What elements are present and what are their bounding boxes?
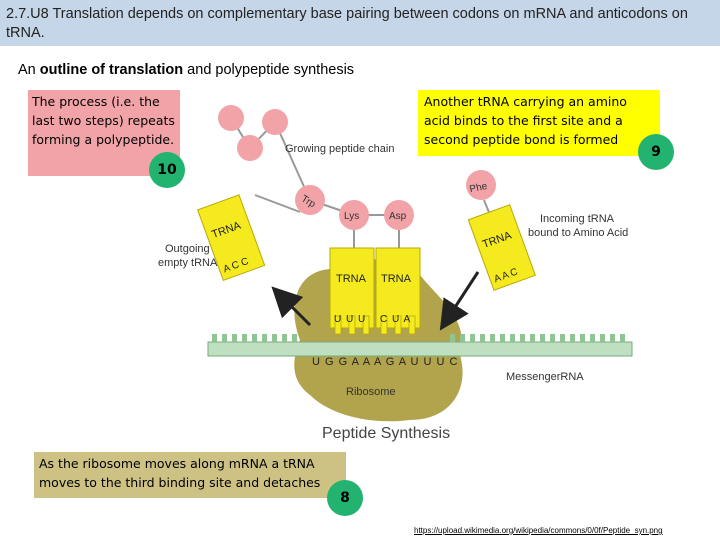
- outgoing-label-line1: Outgoing: [165, 243, 210, 255]
- trp-amino-acid: [295, 185, 325, 215]
- incoming-label-line2: bound to Amino Acid: [528, 227, 628, 239]
- outgoing-label-line2: empty tRNA: [158, 257, 218, 269]
- incoming-trna: TRNA A A C: [467, 204, 536, 291]
- diagram-subtitle: An outline of translation and polypeptid…: [18, 62, 354, 78]
- trna-right: TRNA C U A: [375, 247, 421, 335]
- growing-peptide-chain: [218, 105, 311, 201]
- amino-acid-bead: [262, 109, 288, 135]
- mrna-teeth: [212, 334, 625, 342]
- phe-label: Phe: [469, 181, 489, 196]
- trna-left-anticodon: U U U: [334, 314, 366, 325]
- trna-right-anticodon: C U A: [380, 314, 411, 325]
- diagram-caption: Peptide Synthesis: [322, 425, 450, 442]
- outgoing-trna: TRNA A C C: [197, 194, 266, 282]
- step-badge-8: 8: [327, 480, 363, 516]
- incoming-arrow: [439, 271, 480, 331]
- source-link[interactable]: https://upload.wikimedia.org/wikipedia/c…: [414, 526, 663, 535]
- subtitle-bold: outline of translation: [39, 62, 184, 78]
- incoming-label-line1: Incoming tRNA: [540, 213, 615, 225]
- mrna-strand: [207, 341, 633, 357]
- subtitle-prefix: An: [18, 62, 40, 78]
- subtitle-suffix: and polypeptide synthesis: [183, 62, 355, 78]
- ribosome-label: Ribosome: [346, 386, 396, 398]
- amino-acid-bead: [237, 135, 263, 161]
- lys-label: Lys: [344, 211, 359, 222]
- title-bar: 2.7.U8 Translation depends on complement…: [0, 0, 720, 46]
- phe-amino-acid: [466, 170, 496, 200]
- growing-chain-label: Growing peptide chain: [285, 143, 394, 155]
- outgoing-arrow: [271, 286, 312, 327]
- slide-title: 2.7.U8 Translation depends on complement…: [6, 6, 688, 41]
- callout-second-bond: Another tRNA carrying an amino acid bind…: [418, 90, 660, 156]
- lys-amino-acid: [339, 200, 369, 230]
- mrna-codons: U G G A A A G A U U U C: [312, 356, 459, 368]
- trna-left: TRNA U U U: [329, 247, 375, 335]
- step-badge-9: 9: [638, 134, 674, 170]
- mrna-label: MessengerRNA: [506, 371, 584, 383]
- asp-amino-acid: [384, 200, 414, 230]
- trna-left-label: TRNA: [336, 273, 367, 285]
- amino-acid-bead: [218, 105, 244, 131]
- step-badge-10: 10: [149, 152, 185, 188]
- callout-detach: As the ribosome moves along mRNA a tRNA …: [34, 452, 346, 498]
- asp-label: Asp: [389, 211, 407, 222]
- trna-right-label: TRNA: [381, 273, 412, 285]
